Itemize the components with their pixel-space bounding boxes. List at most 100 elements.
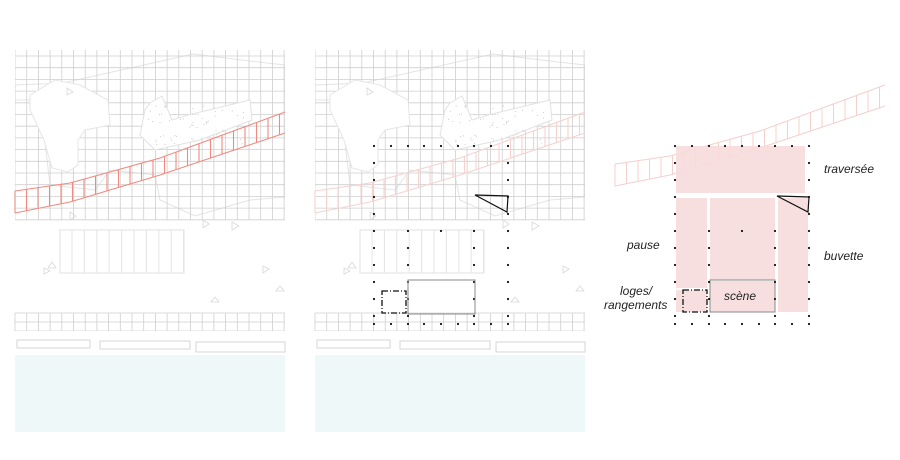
grid-dot [807, 161, 811, 165]
grid-dot [506, 212, 510, 216]
panel-program-diagram [614, 84, 886, 326]
zone-loges [676, 290, 707, 312]
grid-dot [472, 322, 476, 326]
grid-dot [673, 297, 677, 301]
grid-dot [422, 144, 426, 148]
stair-ramp [14, 111, 286, 214]
panel-site-with-grid [314, 50, 586, 432]
grid-dot [372, 195, 376, 199]
grid-dot [807, 178, 811, 182]
grid-dot [456, 144, 460, 148]
grid-dot [790, 322, 794, 326]
grid-dot [707, 322, 711, 326]
grid-dot [389, 322, 393, 326]
grid-dot [372, 280, 376, 284]
grid-dot [372, 212, 376, 216]
grid-dot [807, 229, 811, 233]
grid-dot [439, 144, 443, 148]
grid-dot [372, 246, 376, 250]
grid-dot [773, 229, 777, 233]
grid-dot [372, 178, 376, 182]
grid-dot [740, 322, 744, 326]
grid-dot [673, 212, 677, 216]
grid-dot [472, 263, 476, 267]
grid-dot [773, 297, 777, 301]
grid-dot [673, 314, 677, 318]
grid-dot [673, 229, 677, 233]
grid-dot [506, 322, 510, 326]
grid-dot [673, 246, 677, 250]
grid-dot [472, 229, 476, 233]
grid-dot [372, 314, 376, 318]
grid-dot [707, 263, 711, 267]
label-traversee: traversée [824, 162, 875, 176]
grid-dot [506, 280, 510, 284]
panel-existing-site [14, 50, 286, 432]
grid-dot [707, 144, 711, 148]
grid-dot [372, 322, 376, 326]
grid-dot [807, 297, 811, 301]
grid-dot [372, 161, 376, 165]
grid-dot [707, 246, 711, 250]
grid-dot [673, 161, 677, 165]
grid-dot [807, 322, 811, 326]
grid-dot [472, 314, 476, 318]
grid-dot [807, 212, 811, 216]
grid-dot [673, 322, 677, 326]
grid-dot [506, 297, 510, 301]
label-rangements: rangements [604, 298, 668, 312]
grid-dot [807, 263, 811, 267]
grid-dot [773, 314, 777, 318]
grid-dot [506, 263, 510, 267]
stair-ramp-faded [314, 111, 586, 214]
grid-dot [707, 229, 711, 233]
grid-dot [506, 178, 510, 182]
grid-dot [807, 280, 811, 284]
grid-dot [372, 263, 376, 267]
grid-dot [372, 297, 376, 301]
grid-dot [406, 229, 410, 233]
grid-dot [422, 322, 426, 326]
grid-dot [790, 144, 794, 148]
grid-dot [439, 229, 443, 233]
grid-dot [707, 297, 711, 301]
label-buvette: buvette [824, 249, 864, 263]
grid-dot [506, 314, 510, 318]
grid-dot [506, 144, 510, 148]
grid-dot [389, 144, 393, 148]
zone-buvette [778, 198, 808, 312]
grid-dot [723, 322, 727, 326]
grid-dot [372, 144, 376, 148]
grid-dot [489, 144, 493, 148]
storage-outline [381, 290, 407, 314]
structural-grid-dots [673, 144, 811, 326]
grid-dot [757, 144, 761, 148]
grid-dot [472, 246, 476, 250]
grid-dot [673, 144, 677, 148]
bar-triangle [474, 194, 509, 213]
grid-dot [439, 322, 443, 326]
grid-dot [740, 144, 744, 148]
stage-outline [407, 279, 476, 315]
grid-dot [673, 263, 677, 267]
zone-pause [676, 198, 707, 288]
grid-dot [773, 280, 777, 284]
grid-dot [406, 144, 410, 148]
grid-dot [673, 178, 677, 182]
grid-dot [807, 195, 811, 199]
grid-dot [807, 246, 811, 250]
grid-dot [690, 144, 694, 148]
grid-dot [690, 322, 694, 326]
grid-dot [506, 246, 510, 250]
grid-dot [723, 144, 727, 148]
grid-dot [406, 263, 410, 267]
grid-dot [757, 322, 761, 326]
grid-dot [773, 144, 777, 148]
grid-dot [406, 314, 410, 318]
grid-dot [773, 322, 777, 326]
grid-dot [773, 263, 777, 267]
grid-dot [673, 280, 677, 284]
grid-dot [807, 314, 811, 318]
grid-dot [456, 322, 460, 326]
